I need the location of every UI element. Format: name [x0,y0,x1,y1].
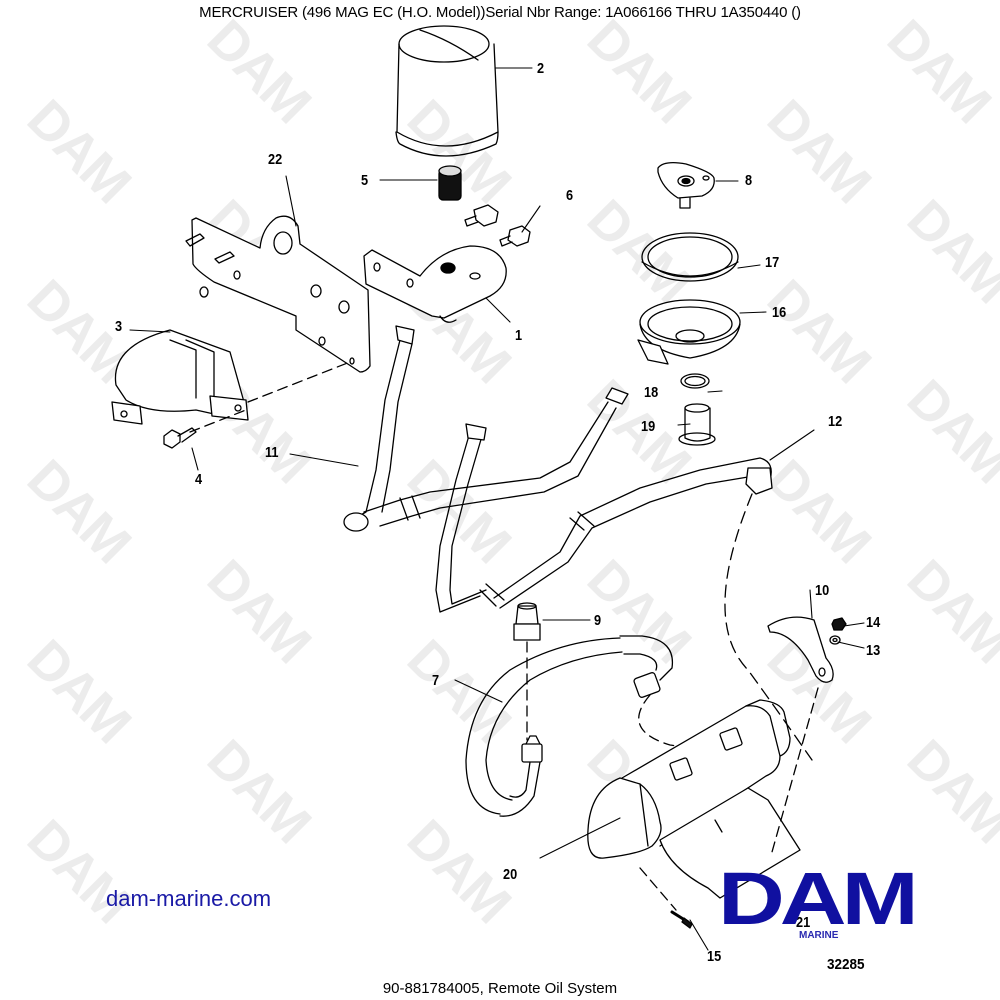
callout-10: 10 [815,582,830,599]
callout-2: 2 [537,60,545,77]
clamp-part-3 [111,329,249,425]
callout-12: 12 [828,413,843,430]
filter-base-part-16 [637,299,741,365]
callout-17: 17 [765,254,780,271]
bolt-part-4 [163,427,197,449]
dam-marine-logo: DAM MARINE [718,862,919,942]
callout-8: 8 [745,172,753,189]
callout-22: 22 [268,151,283,168]
assembly-line [189,409,247,433]
strap-part-10 [767,616,834,683]
callout-19: 19 [641,418,656,435]
diagram-caption: 90-881784005, Remote Oil System [382,980,618,997]
nut-part-14 [831,617,847,631]
callout-3: 3 [115,318,123,335]
hose-part-7 [465,635,674,817]
assembly-line [771,687,819,853]
logo-text: DAM [718,857,919,940]
assembly-line [724,493,813,761]
oil-cooler-part-20 [587,699,791,859]
callout-5: 5 [361,172,369,189]
callout-13: 13 [866,642,881,659]
callout-1: 1 [515,327,523,344]
bolts-part-6 [464,204,531,247]
screw-part-15 [670,910,693,929]
callout-15: 15 [707,948,722,965]
assembly-line [639,867,677,911]
mounting-bracket-part-22 [185,215,371,373]
sleeve-part-19 [678,403,716,446]
callout-20: 20 [503,866,518,883]
callout-14: 14 [866,614,881,631]
callout-21: 21 [796,914,811,931]
callout-9: 9 [594,612,602,629]
diagram-title: MERCRUISER (496 MAG EC (H.O. Model))Seri… [199,4,801,21]
washer-part-13 [829,635,841,645]
assembly-line [247,361,351,403]
cooler-bracket-part-21 [659,787,801,899]
website-link[interactable]: dam-marine.com [106,886,272,911]
oil-line-part-11 [343,325,629,532]
assembly-line [638,694,721,747]
callout-6: 6 [566,187,574,204]
adapter-nipple-part-5 [438,165,462,201]
filter-mount-bracket-part-1 [363,245,507,323]
callout-11: 11 [265,444,279,461]
drawing-number: 32285 [827,956,865,973]
callout-4: 4 [195,471,203,488]
oil-line-part-12 [435,423,773,613]
oil-filter-part-2 [395,25,499,157]
callout-18: 18 [644,384,659,401]
seal-ring-part-18 [680,373,710,389]
filter-adapter-part-8 [657,162,715,209]
callout-7: 7 [432,672,440,689]
callout-16: 16 [772,304,787,321]
o-ring-part-17 [641,232,739,282]
fitting-part-9 [513,602,541,641]
leader-lines [129,67,865,951]
logo-subtext: MARINE [799,930,839,941]
